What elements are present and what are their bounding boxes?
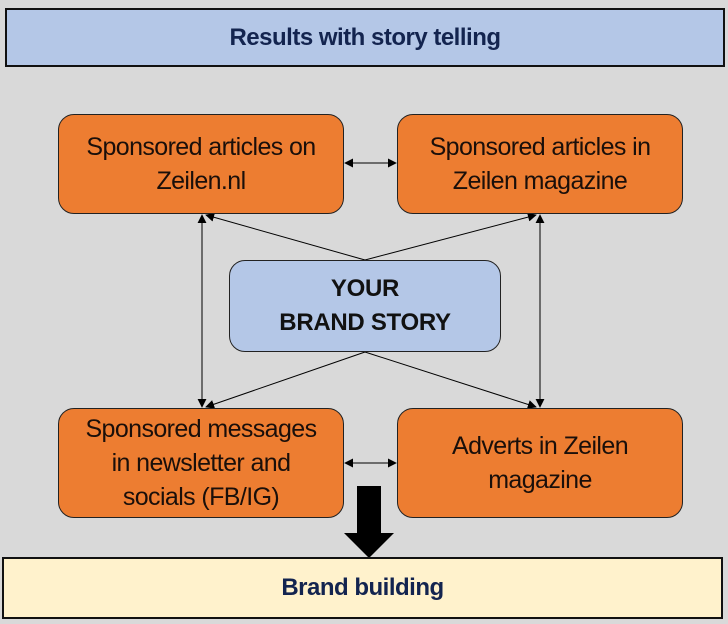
node-label: Sponsored articles on Zeilen.nl — [86, 133, 316, 195]
node-label: Sponsored messages in newsletter and soc… — [85, 415, 317, 511]
node-label: Sponsored articles in Zeilen magazine — [429, 133, 651, 195]
footer-banner: Brand building — [2, 557, 723, 619]
center-label: YOUR BRAND STORY — [279, 275, 451, 336]
node-brand-story: YOUR BRAND STORY — [229, 260, 501, 352]
node-sponsored-articles-magazine: Sponsored articles in Zeilen magazine — [397, 114, 683, 214]
arrow-center-to-bottom-right — [364, 351, 537, 409]
arrow-center-to-top-right — [364, 212, 537, 261]
arrow-center-to-bottom-left — [205, 351, 366, 409]
node-sponsored-articles-website: Sponsored articles on Zeilen.nl — [58, 114, 344, 214]
footer-title: Brand building — [281, 574, 444, 601]
header-title: Results with story telling — [229, 23, 501, 51]
header-banner: Results with story telling — [5, 8, 725, 67]
arrow-center-to-top-left — [205, 212, 366, 261]
node-adverts-magazine: Adverts in Zeilen magazine — [397, 408, 683, 518]
node-sponsored-messages: Sponsored messages in newsletter and soc… — [58, 408, 344, 518]
big-down-arrow-icon — [344, 486, 394, 558]
node-label: Adverts in Zeilen magazine — [452, 432, 629, 494]
